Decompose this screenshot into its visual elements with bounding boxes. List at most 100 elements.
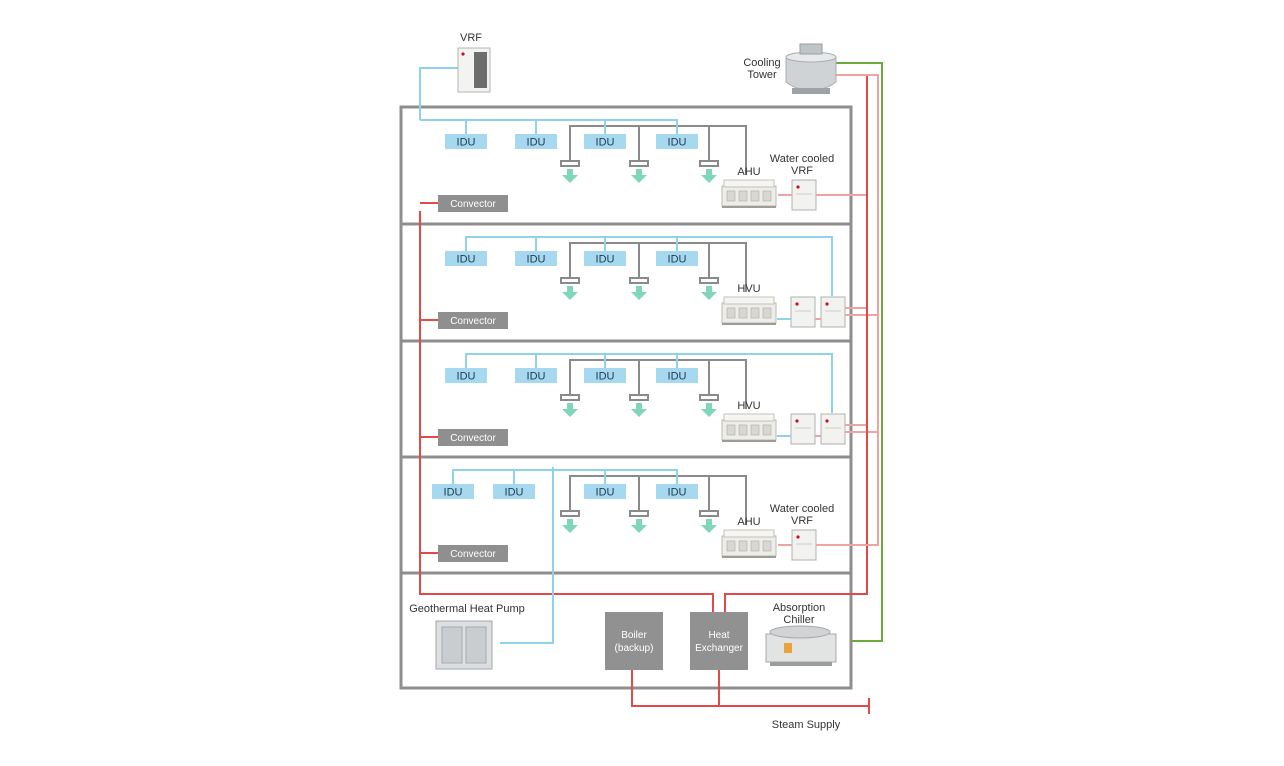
air-diffuser xyxy=(560,510,580,533)
air-diffuser xyxy=(560,277,580,300)
cooling-tower-fan-stack xyxy=(799,43,823,55)
convector-label: Convector xyxy=(450,549,496,560)
geothermal-unit-panel xyxy=(441,626,463,664)
idu-unit: IDU xyxy=(445,368,487,383)
ahu-panel xyxy=(762,424,772,436)
air-diffuser xyxy=(629,394,649,417)
diffuser-grille xyxy=(560,394,580,401)
convector-box xyxy=(438,545,508,562)
vrf-refrigerant-line xyxy=(419,67,460,120)
refrigerant-header xyxy=(465,236,833,296)
idu-label: IDU xyxy=(505,487,524,499)
idu-label: IDU xyxy=(596,137,615,149)
air-handler-unit xyxy=(721,529,777,558)
diffuser-grille xyxy=(699,277,719,284)
water-cooled-vrf-unit xyxy=(820,296,846,328)
air-arrow-icon xyxy=(701,403,717,417)
diffuser-grille xyxy=(560,277,580,284)
idu-box xyxy=(656,134,698,149)
air-handler-unit xyxy=(721,413,777,442)
ahu-label: AHU xyxy=(737,516,760,528)
diffuser-grille xyxy=(699,160,719,167)
idu-box xyxy=(515,368,557,383)
ahu-base xyxy=(722,323,776,325)
diffuser-grille xyxy=(629,160,649,167)
risers xyxy=(419,62,883,644)
cooling-water-line xyxy=(836,62,883,642)
idu-label: IDU xyxy=(527,137,546,149)
vrf-logo-icon xyxy=(796,535,800,539)
idu-label: IDU xyxy=(457,254,476,266)
diffuser-grille xyxy=(629,510,649,517)
idu-unit: IDU xyxy=(656,134,698,149)
idu-unit: IDU xyxy=(656,484,698,499)
idu-box xyxy=(584,368,626,383)
idu-label: IDU xyxy=(668,254,687,266)
ahu-base xyxy=(722,206,776,208)
ahu-panel xyxy=(750,307,760,319)
idu-box xyxy=(493,484,535,499)
ahu-base xyxy=(722,440,776,442)
diffuser-grille xyxy=(560,510,580,517)
air-diffuser xyxy=(629,160,649,183)
supply-duct xyxy=(569,359,747,409)
idu-unit: IDU xyxy=(445,134,487,149)
idu-box xyxy=(584,484,626,499)
air-diffuser xyxy=(699,160,719,183)
diffuser-grille xyxy=(629,394,649,401)
boiler-label: Boiler xyxy=(621,630,647,641)
heat-exchanger-box xyxy=(690,612,748,670)
ahu-panel xyxy=(762,190,772,202)
idu-label: IDU xyxy=(596,487,615,499)
idu-box xyxy=(445,251,487,266)
air-arrow-icon xyxy=(631,519,647,533)
absorption-chiller-label: Absorption xyxy=(773,602,826,614)
ahu-panel xyxy=(750,540,760,552)
supply-duct xyxy=(569,475,747,525)
convector-label: Convector xyxy=(450,433,496,444)
vrf-cabinet xyxy=(790,296,816,328)
water-cooled-vrf-unit xyxy=(790,413,816,445)
convector-box xyxy=(438,312,508,329)
idu-box xyxy=(445,368,487,383)
convector-box xyxy=(438,195,508,212)
ahu-top xyxy=(723,529,775,538)
idu-label: IDU xyxy=(596,254,615,266)
vrf-logo-icon xyxy=(795,419,799,423)
idu-box xyxy=(515,251,557,266)
cooling-tower-label: Cooling xyxy=(743,57,780,69)
hvu-label: HVU xyxy=(737,400,760,412)
refrigerant-header xyxy=(452,469,678,484)
air-arrow-icon xyxy=(562,519,578,533)
ahu-panel xyxy=(750,424,760,436)
air-diffuser xyxy=(629,510,649,533)
convector-box xyxy=(438,429,508,446)
idu-label: IDU xyxy=(596,371,615,383)
air-diffuser xyxy=(560,160,580,183)
vrf-cabinet xyxy=(820,413,846,445)
heat-exchanger-label: Heat xyxy=(708,630,729,641)
ahu-panel xyxy=(738,307,748,319)
refrigerant-header xyxy=(420,119,678,134)
ahu-base xyxy=(722,556,776,558)
condenser-water-riser xyxy=(816,74,879,546)
water-cooled-vrf-label: VRF xyxy=(791,165,813,177)
boiler-label: (backup) xyxy=(615,643,654,654)
water-cooled-vrf-unit xyxy=(820,413,846,445)
air-diffuser xyxy=(560,394,580,417)
idu-unit: IDU xyxy=(515,368,557,383)
convector-label: Convector xyxy=(450,199,496,210)
ahu-panel xyxy=(762,307,772,319)
air-arrow-icon xyxy=(562,286,578,300)
idu-unit: IDU xyxy=(515,134,557,149)
idu-label: IDU xyxy=(527,371,546,383)
ahu-top xyxy=(723,413,775,422)
ahu-panel xyxy=(738,424,748,436)
idu-unit: IDU xyxy=(432,484,474,499)
boiler-box xyxy=(605,612,663,670)
air-handler-unit xyxy=(721,296,777,325)
steam-supply-label: Steam Supply xyxy=(772,719,841,731)
hot-water-riser xyxy=(419,211,714,612)
